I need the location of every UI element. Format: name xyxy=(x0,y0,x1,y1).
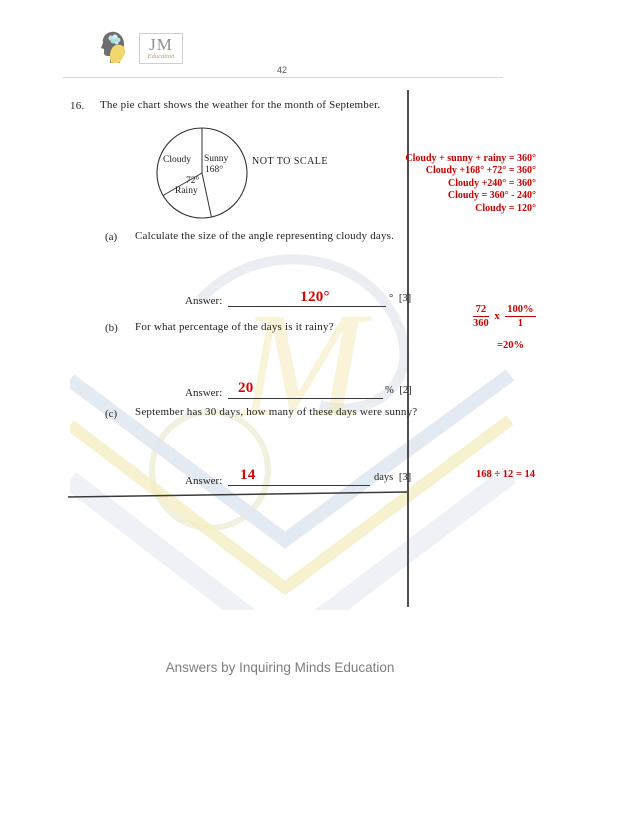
question-separator-line xyxy=(67,491,408,498)
working-line: Cloudy = 120° xyxy=(475,202,536,214)
part-b-marks: [2] xyxy=(399,385,412,396)
part-a-answer-label: Answer: xyxy=(185,295,223,307)
pie-label-sunny: Sunny xyxy=(204,154,229,164)
not-to-scale-label: NOT TO SCALE xyxy=(252,156,329,167)
part-a-answer-line xyxy=(228,305,386,307)
part-b-id: (b) xyxy=(105,322,118,334)
watermark-crest: M xyxy=(70,254,517,610)
part-c-answer-value: 14 xyxy=(240,467,256,483)
part-a-marks: [3] xyxy=(398,293,412,304)
fraction-100-1: 100% 1 xyxy=(505,304,536,329)
pie-label-rainy-angle: 72° xyxy=(186,176,200,186)
header-rule xyxy=(63,77,503,78)
annotation-sunny-working: 168 ÷ 12 = 14 xyxy=(476,469,535,480)
working-line: Cloudy +240° = 360° xyxy=(447,177,536,189)
part-c-text: September has 30 days, how many of these… xyxy=(135,406,418,418)
working-line: Cloudy +168° +72° = 360° xyxy=(425,165,536,177)
pie-chart: Cloudy Sunny 168° 72° Rainy xyxy=(155,126,249,220)
scan-page-edge-line xyxy=(407,90,409,607)
part-a-text: Calculate the size of the angle represen… xyxy=(135,230,395,242)
pie-label-sunny-angle: 168° xyxy=(205,165,224,175)
part-c-id: (c) xyxy=(105,408,118,420)
fraction-numerator: 72 xyxy=(473,304,489,317)
part-c-unit-marks: days [3] xyxy=(374,472,411,483)
part-a-id: (a) xyxy=(105,231,118,243)
fraction-72-360: 72 360 xyxy=(473,304,489,329)
annotation-rainy-working: 72 360 x 100% 1 xyxy=(473,304,536,329)
pie-label-rainy: Rainy xyxy=(175,186,198,196)
part-c-marks: [3] xyxy=(398,472,412,483)
footer-credit: Answers by Inquiring Minds Education xyxy=(165,660,395,675)
part-b-text: For what percentage of the days is it ra… xyxy=(135,321,334,333)
question-number: 16. xyxy=(70,100,85,112)
annotation-cloudy-working: Cloudy + sunny + rainy = 360° Cloudy +16… xyxy=(398,153,536,215)
part-a-unit: ° xyxy=(389,293,394,304)
jm-education-logo: JM Education xyxy=(139,33,183,64)
part-b-answer-line xyxy=(228,397,383,399)
brain-head-logo-icon xyxy=(101,31,126,63)
working-line: Cloudy + sunny + rainy = 360° xyxy=(405,153,536,164)
annotation-rainy-result: =20% xyxy=(497,340,524,351)
pie-label-cloudy: Cloudy xyxy=(163,155,191,165)
part-c-unit: days xyxy=(374,472,394,483)
part-b-answer-label: Answer: xyxy=(185,387,223,399)
fraction-denominator: 1 xyxy=(517,318,523,329)
part-c-answer-label: Answer: xyxy=(185,475,223,487)
working-line: Cloudy = 360° - 240° xyxy=(447,190,536,202)
question-intro: The pie chart shows the weather for the … xyxy=(100,99,381,111)
part-b-unit-marks: % [2] xyxy=(385,385,412,396)
part-b-answer-value: 20 xyxy=(238,380,254,396)
page-number: 42 xyxy=(277,65,288,75)
part-a-answer-value: 120° xyxy=(300,289,330,305)
multiply-operator: x xyxy=(494,311,500,322)
logo-subtitle: Education xyxy=(147,53,175,60)
part-c-answer-line xyxy=(228,484,370,486)
fraction-denominator: 360 xyxy=(473,318,489,329)
fraction-numerator: 100% xyxy=(505,304,536,317)
part-b-unit: % xyxy=(385,385,394,396)
pie-chart-figure xyxy=(156,127,248,219)
part-a-unit-marks: ° [3] xyxy=(389,293,411,304)
logo-initials: JM xyxy=(149,35,173,54)
